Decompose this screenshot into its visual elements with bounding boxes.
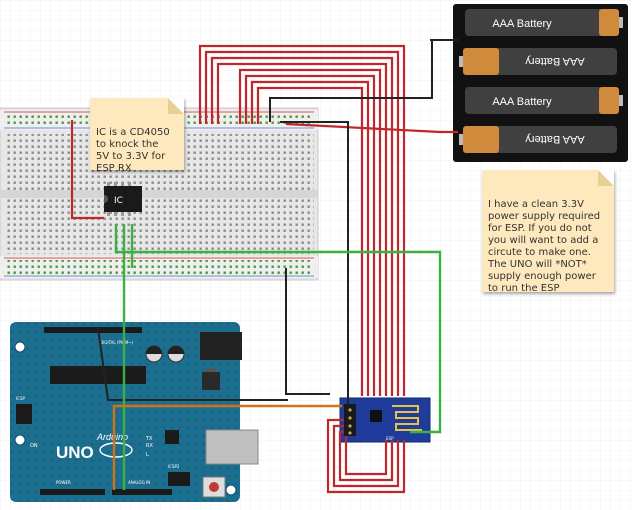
battery-pack: AAA Battery AAA Battery AAA Battery AAA … <box>453 4 628 162</box>
header-label-analog: ANALOG IN <box>128 480 150 485</box>
battery-cell-2 <box>459 48 617 75</box>
battery-cell-3-label: AAA Battery <box>492 96 552 108</box>
led-label-on: ON <box>30 443 38 449</box>
esp-label: ESP <box>386 436 394 441</box>
arduino-model-label: UNO <box>56 443 94 462</box>
dc-power-jack <box>200 332 242 360</box>
battery-cell-1-label: AAA Battery <box>492 18 552 30</box>
wires <box>70 39 458 494</box>
orange-wire <box>112 404 342 490</box>
digital-header-left <box>44 327 114 333</box>
header-label-icsp: ICSP <box>16 396 26 401</box>
led-label-rx: RX <box>146 443 153 449</box>
led-label-l: L <box>146 452 149 458</box>
chip-label: IC <box>114 196 123 206</box>
header-label-icsp2: ICSP2 <box>168 464 180 469</box>
icsp2-header <box>168 472 190 486</box>
battery-cell-4-label: AAA Battery <box>525 133 585 145</box>
battery-cell-3 <box>465 87 623 114</box>
battery-cell-1 <box>465 9 623 36</box>
digital-header-right <box>82 327 142 333</box>
battery-cell-2-label: AAA Battery <box>525 55 585 67</box>
cd4050-chip: IC <box>104 182 142 216</box>
usb-port <box>205 429 259 465</box>
power-header <box>40 489 105 495</box>
analog-header <box>112 489 172 495</box>
icsp-header <box>16 404 32 424</box>
power-supply-note: I have a clean 3.3V power supply require… <box>482 170 614 294</box>
led-label-tx: TX <box>145 436 153 442</box>
red-wire-bundle <box>70 44 458 494</box>
header-label-power: POWER <box>56 480 71 485</box>
atmega-chip <box>50 366 146 384</box>
arduino-brand-label: Arduino <box>96 432 128 442</box>
battery-cell-4 <box>459 126 617 153</box>
ic-note-text: IC is a CD4050 to knock the 5V to 3.3V f… <box>96 127 170 174</box>
esp8266-module: ESP <box>339 397 431 443</box>
arduino-uno-board: UNO Arduino DIGITAL (PWM~) POWER ANALOG … <box>10 322 259 502</box>
ic-note: IC is a CD4050 to knock the 5V to 3.3V f… <box>90 98 184 174</box>
power-supply-note-text: I have a clean 3.3V power supply require… <box>488 199 601 294</box>
header-label-digital: DIGITAL (PWM~) <box>100 340 134 345</box>
green-wires <box>114 224 442 490</box>
